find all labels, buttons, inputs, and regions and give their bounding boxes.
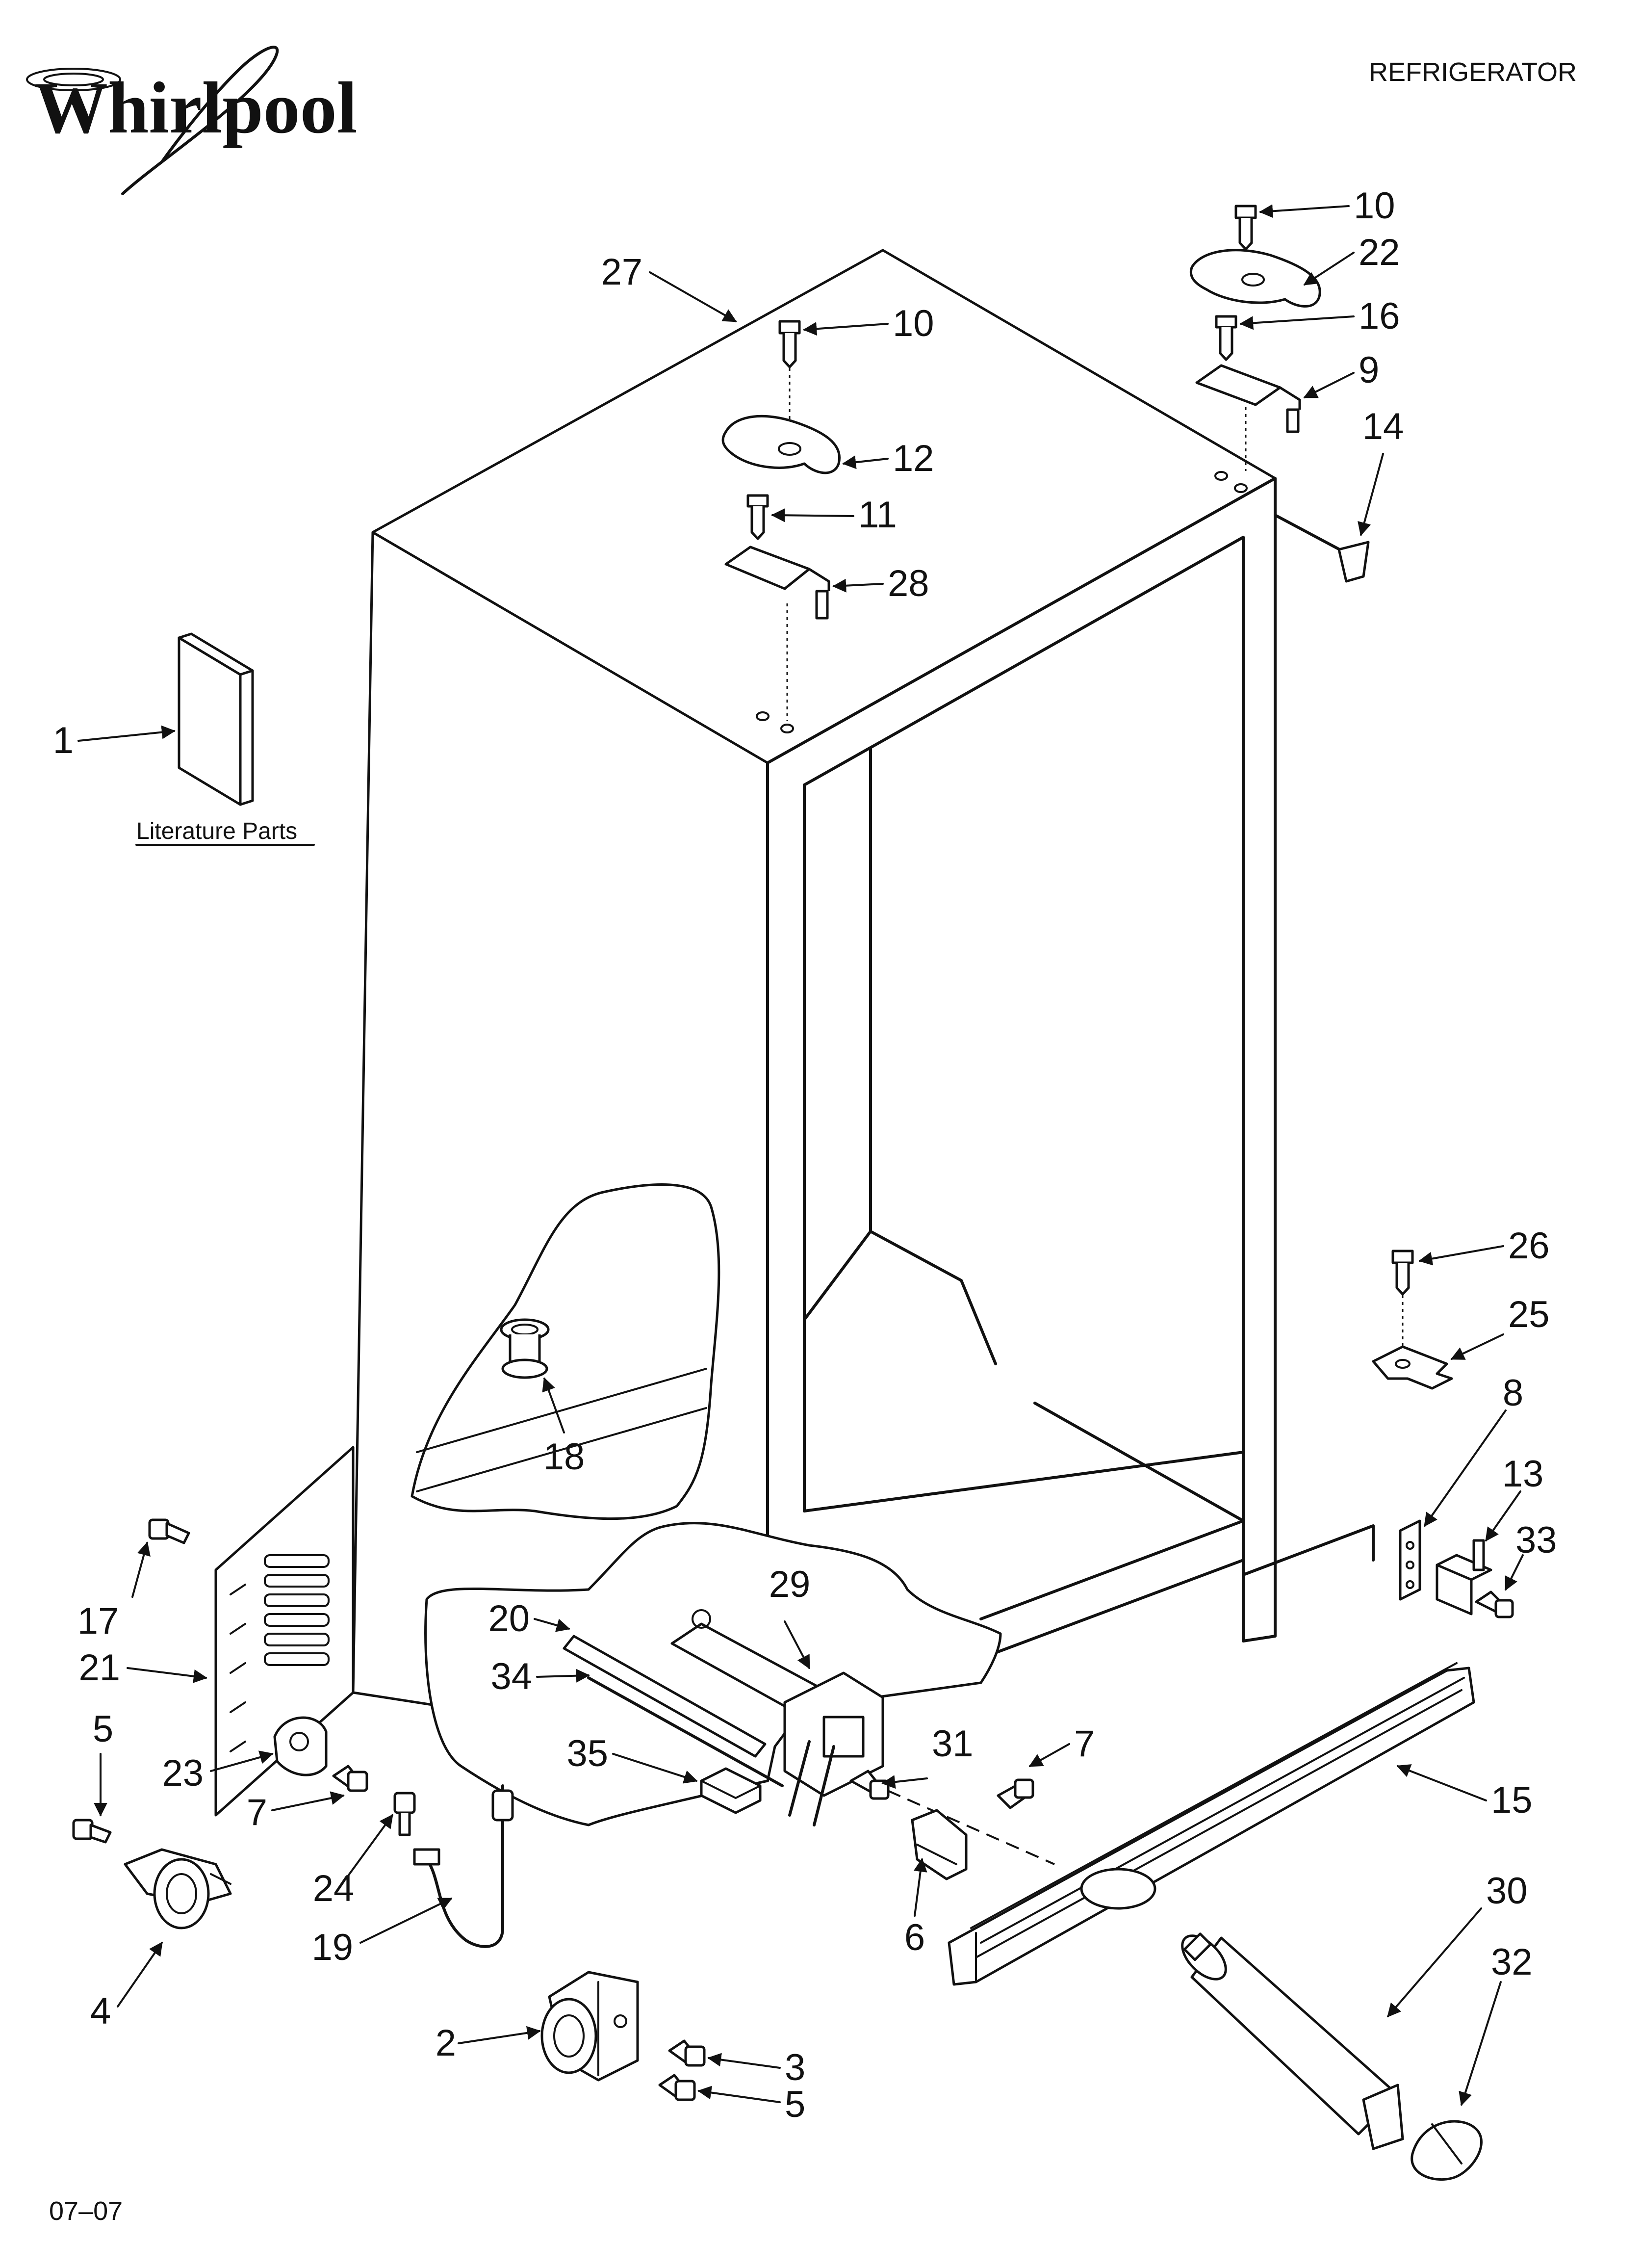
callout-32: 32: [1491, 1941, 1533, 1983]
callout-23: 23: [162, 1752, 204, 1794]
insulation-cutaway: [410, 1183, 720, 1520]
callout-5-right: 5: [785, 2084, 805, 2125]
leader-lines: [77, 204, 1524, 2106]
water-valve-29: [670, 1609, 884, 1826]
callout-33: 33: [1515, 1519, 1557, 1561]
callout-21: 21: [78, 1647, 120, 1689]
callout-12: 12: [893, 438, 934, 479]
roller-assembly-4: [124, 1848, 232, 1929]
date-code: 07–07: [49, 2196, 123, 2226]
callout-17: 17: [77, 1600, 119, 1642]
lower-cutaway: [424, 1522, 1002, 1826]
callout-31: 31: [932, 1723, 974, 1765]
roller-assembly-2: [540, 1971, 639, 2082]
callout-30: 30: [1486, 1870, 1528, 1912]
callout-35: 35: [566, 1733, 608, 1774]
callout-10-left: 10: [893, 303, 934, 344]
callout-4: 4: [90, 1990, 111, 2032]
callout-14: 14: [1362, 406, 1404, 447]
screw-5-right: [658, 2074, 696, 2101]
callout-16: 16: [1359, 295, 1400, 337]
callout-3: 3: [785, 2047, 805, 2088]
screw-17: [148, 1518, 190, 1544]
tube-20: [563, 1635, 767, 1758]
tube-14: [1274, 514, 1370, 583]
callout-15: 15: [1491, 1779, 1533, 1821]
literature-booklet: [178, 632, 254, 806]
filter-cap-32: [1411, 2120, 1483, 2181]
callout-7-right: 7: [1074, 1723, 1095, 1765]
screw-33: [1475, 1590, 1514, 1618]
callout-25: 25: [1508, 1294, 1550, 1335]
callout-19: 19: [311, 1927, 353, 1968]
drain-grommet: [500, 1318, 550, 1379]
water-line-19: [413, 1784, 514, 1948]
screw-7-left: [332, 1765, 368, 1792]
plug-35: [700, 1767, 762, 1814]
callout-28: 28: [888, 563, 929, 604]
callout-29: 29: [769, 1564, 811, 1605]
callout-24: 24: [313, 1868, 355, 1909]
callout-18: 18: [543, 1436, 585, 1478]
fitting-24: [393, 1792, 416, 1836]
callout-7-left: 7: [247, 1792, 267, 1833]
water-filter-30: [1181, 1932, 1404, 2150]
callout-13: 13: [1502, 1453, 1544, 1495]
page-title: REFRIGERATOR: [1369, 57, 1577, 87]
vent-slots: [264, 1554, 330, 1666]
logo-text: Whirlpool: [34, 67, 357, 149]
bracket-23: [273, 1716, 328, 1776]
screw-7-right: [997, 1778, 1034, 1809]
screw-26: [1391, 1250, 1414, 1296]
callout-5-left: 5: [93, 1708, 113, 1750]
screw-10-left: [778, 320, 801, 368]
callout-22: 22: [1359, 232, 1400, 273]
screw-5-left: [72, 1819, 112, 1844]
tube-34: [587, 1676, 784, 1787]
hinge-bracket-8: [1399, 1519, 1421, 1601]
callout-2: 2: [436, 2022, 456, 2064]
hinge-25: [1372, 1345, 1453, 1390]
callout-11: 11: [858, 494, 897, 536]
callout-26: 26: [1508, 1225, 1550, 1267]
callout-20: 20: [488, 1598, 530, 1640]
callout-34: 34: [490, 1656, 532, 1697]
whirlpool-logo: Whirlpool: [26, 46, 357, 195]
callout-6: 6: [904, 1917, 925, 1958]
callout-27: 27: [601, 251, 642, 293]
callout-10-right: 10: [1354, 185, 1395, 227]
screw-16: [1215, 315, 1237, 361]
screw-11: [746, 494, 769, 540]
callout-1: 1: [53, 720, 74, 761]
hinge-28: [724, 546, 830, 620]
base-grille-15: [948, 1662, 1475, 1986]
callout-9: 9: [1359, 349, 1379, 391]
screw-3: [668, 2039, 706, 2067]
callout-8: 8: [1503, 1372, 1523, 1414]
hinge-cover-12: [721, 415, 841, 474]
screw-10-right: [1234, 205, 1257, 251]
hinge-cover-22: [1189, 249, 1321, 308]
hinge-13: [1436, 1539, 1492, 1616]
hinge-9: [1195, 364, 1301, 433]
literature-label: Literature Parts: [136, 818, 297, 844]
callout-labels: 1 2 3 4 5 5 6 7 7 8 9 10 10 11 12 13 14 …: [53, 185, 1557, 2125]
